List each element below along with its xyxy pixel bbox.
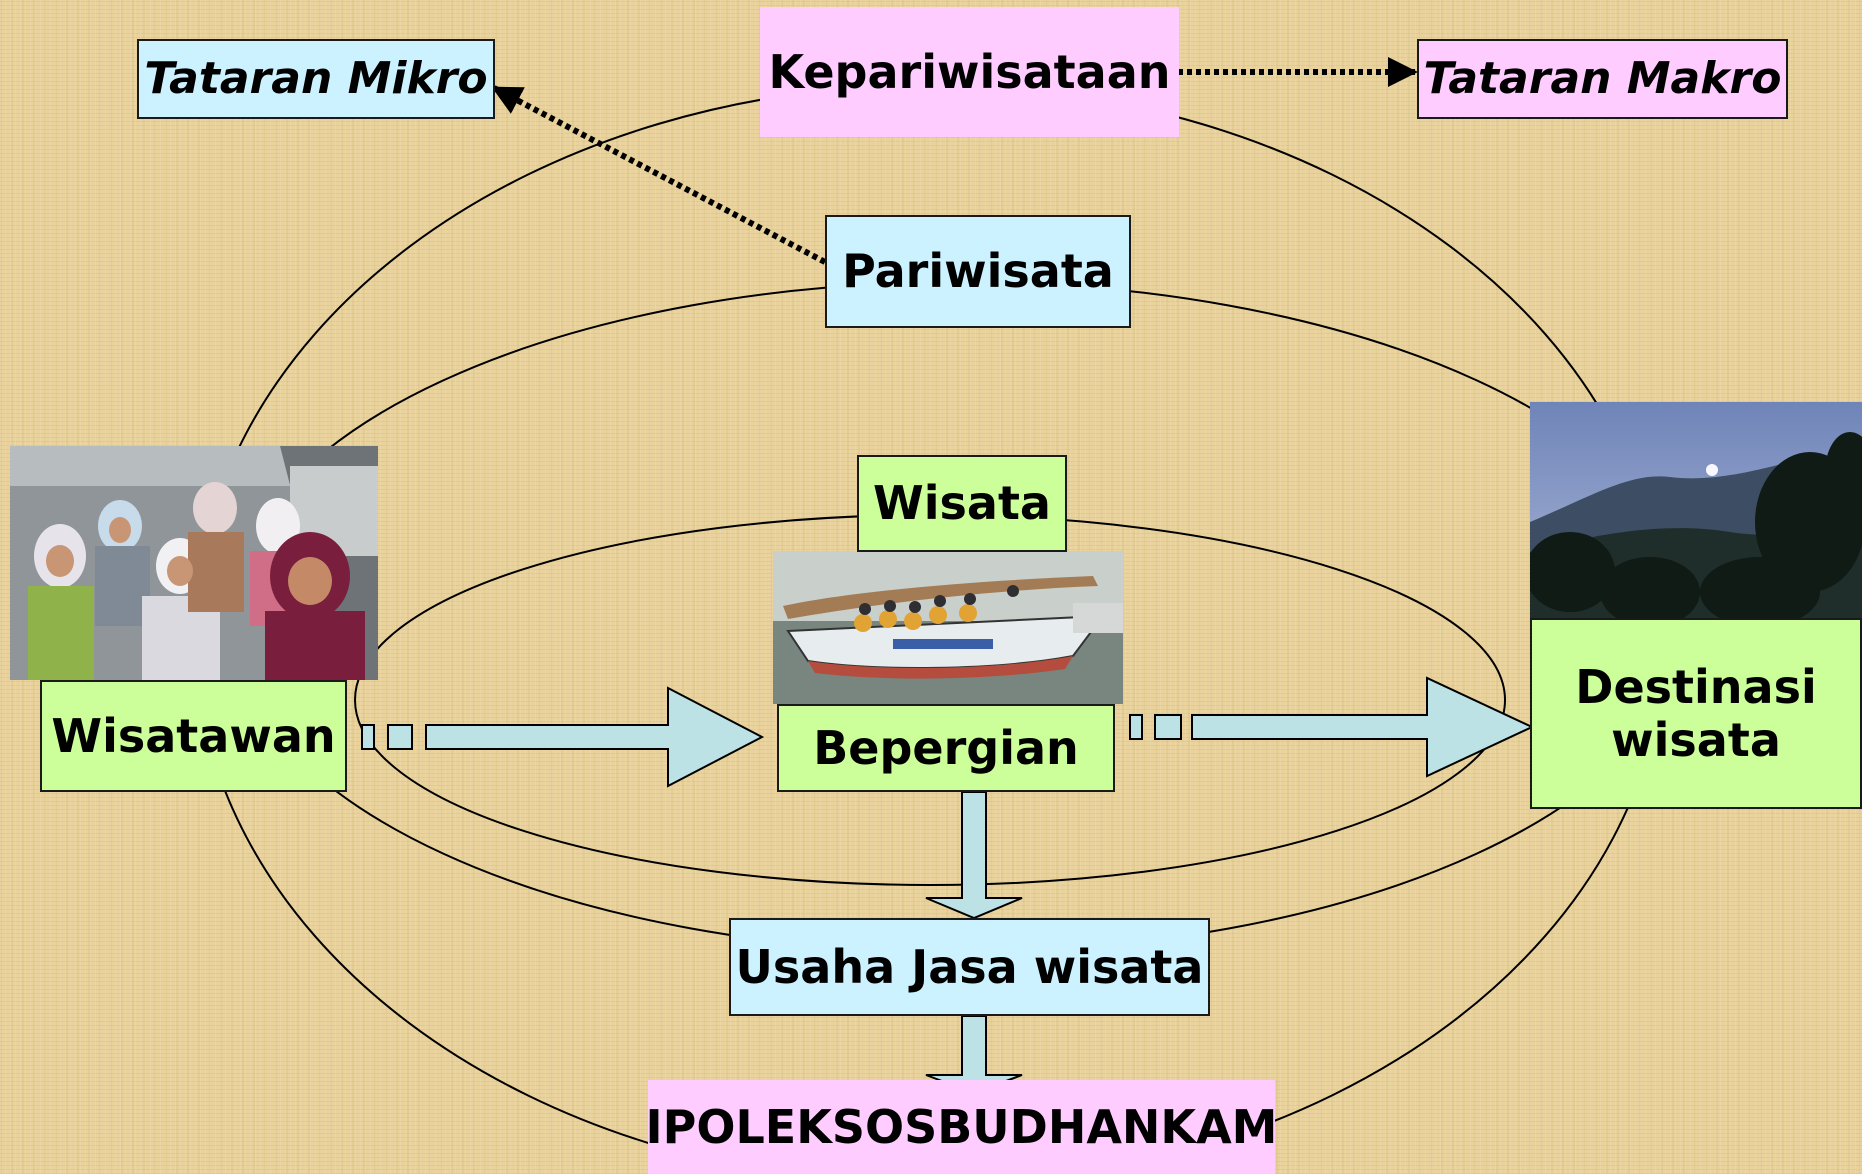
node-wisatawan: Wisatawan xyxy=(40,680,347,792)
node-destinasi-wisata: Destinasi wisata xyxy=(1530,618,1862,809)
boat-photo xyxy=(773,551,1123,704)
node-usaha-jasa-wisata: Usaha Jasa wisata xyxy=(729,918,1210,1016)
tourists-photo xyxy=(10,446,378,680)
node-tataran-mikro: Tataran Mikro xyxy=(137,39,495,119)
arrow-bepergian-to-usaha xyxy=(925,791,1023,920)
node-tataran-makro: Tataran Makro xyxy=(1417,39,1788,119)
node-kepariwisataan: Kepariwisataan xyxy=(760,7,1179,137)
mountain-photo xyxy=(1530,402,1862,618)
node-bepergian: Bepergian xyxy=(777,704,1115,792)
node-pariwisata: Pariwisata xyxy=(825,215,1131,328)
node-wisata: Wisata xyxy=(857,455,1067,552)
arrow-bepergian-to-destinasi xyxy=(1129,676,1535,778)
arrow-wisatawan-to-bepergian xyxy=(361,686,765,788)
node-ipoleksosbudhankam: IPOLEKSOSBUDHANKAM xyxy=(646,1080,1277,1174)
